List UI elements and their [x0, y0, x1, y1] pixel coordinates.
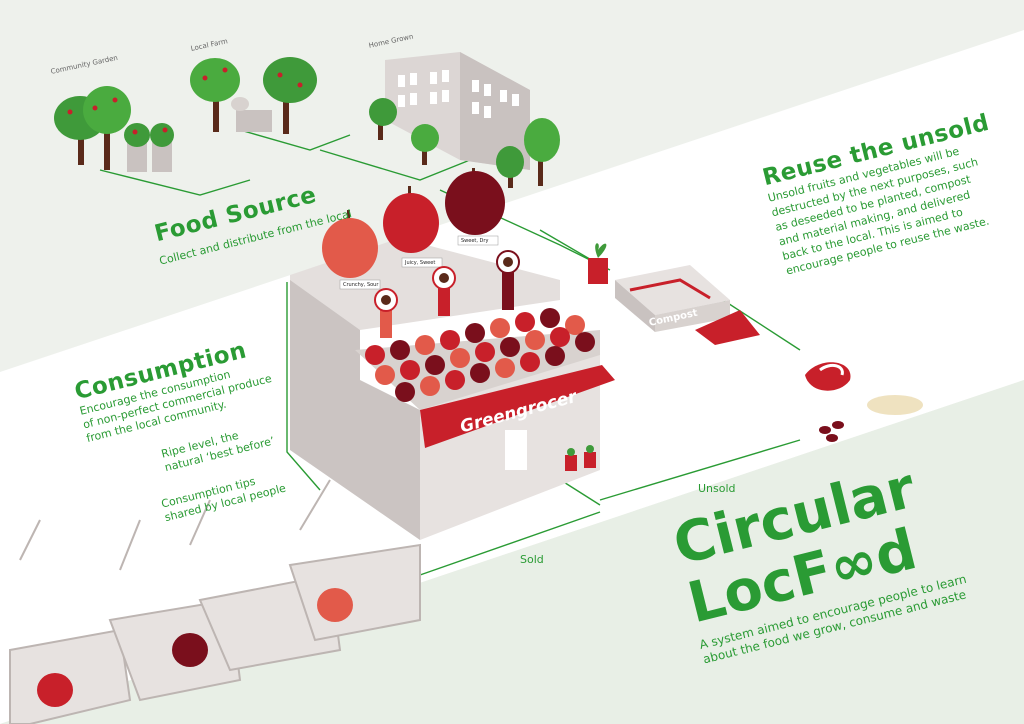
basket-apples: [37, 588, 353, 707]
compost-box: [615, 265, 760, 345]
unsold-label: Unsold: [698, 482, 736, 495]
potted-plants: [565, 243, 608, 471]
community-garden-trees: [54, 86, 174, 172]
reuse-outputs: [805, 362, 923, 442]
apple-tag-crunchy-sour: Crunchy, Sour: [343, 282, 379, 288]
sold-label: Sold: [520, 553, 544, 566]
farmer-portraits: [374, 250, 520, 338]
roof-apples: [322, 168, 505, 290]
apple-crate: [365, 308, 595, 402]
shop-awning: [420, 365, 615, 448]
home-grown-houses: [369, 52, 560, 188]
apple-tag-juicy-sweet: Juicy, Sweet: [405, 260, 436, 266]
local-farm-trees: [190, 57, 317, 134]
apple-tag-sweet-dry: Sweet, Dry: [461, 238, 489, 244]
